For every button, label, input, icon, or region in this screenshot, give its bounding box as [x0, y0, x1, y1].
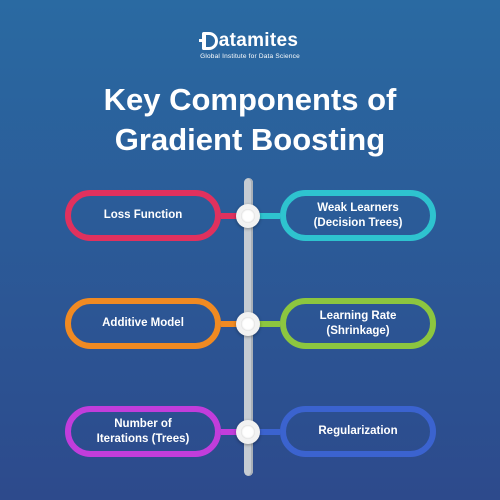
learning-rate-label-line-2: (Shrinkage) — [326, 324, 390, 337]
title-line-2: Gradient Boosting — [114, 122, 386, 157]
loss-function-label: Loss Function — [103, 209, 183, 221]
component-loss-function: Loss Function — [65, 190, 221, 241]
component-learning-rate: Learning Rate (Shrinkage) — [280, 298, 436, 349]
component-weak-learners: Weak Learners (Decision Trees) — [280, 190, 436, 241]
weak-learners-label-line-2: (Decision Trees) — [313, 216, 403, 229]
title-line-1: Key Components of — [103, 82, 397, 117]
learning-rate-label-line-1: Learning Rate — [319, 309, 397, 322]
number-of-iterations-label-line-1: Number of — [114, 417, 172, 430]
connector-learning-rate — [250, 321, 280, 327]
component-additive-model: Additive Model — [65, 298, 221, 349]
weak-learners-label-line-1: Weak Learners — [317, 201, 399, 214]
additive-model-label: Additive Model — [102, 317, 184, 329]
logo-d-icon — [198, 32, 218, 50]
logo-wordmark: atamites — [0, 30, 500, 52]
logo-tagline: Global Institute for Data Science — [200, 53, 300, 60]
timeline-node-3 — [236, 420, 260, 444]
logo-name-rest: atamites — [218, 30, 299, 51]
timeline-node-2 — [236, 312, 260, 336]
connector-weak-learners — [250, 213, 280, 219]
connector-regularization — [250, 429, 280, 435]
number-of-iterations-label-line-2: Iterations (Trees) — [96, 432, 190, 445]
logo: atamites Global Institute for Data Scien… — [0, 30, 500, 60]
page-title: Key Components of Gradient Boosting — [0, 80, 500, 160]
component-regularization: Regularization — [280, 406, 436, 457]
regularization-label: Regularization — [318, 425, 398, 437]
timeline-node-1 — [236, 204, 260, 228]
component-number-of-iterations: Number of Iterations (Trees) — [65, 406, 221, 457]
